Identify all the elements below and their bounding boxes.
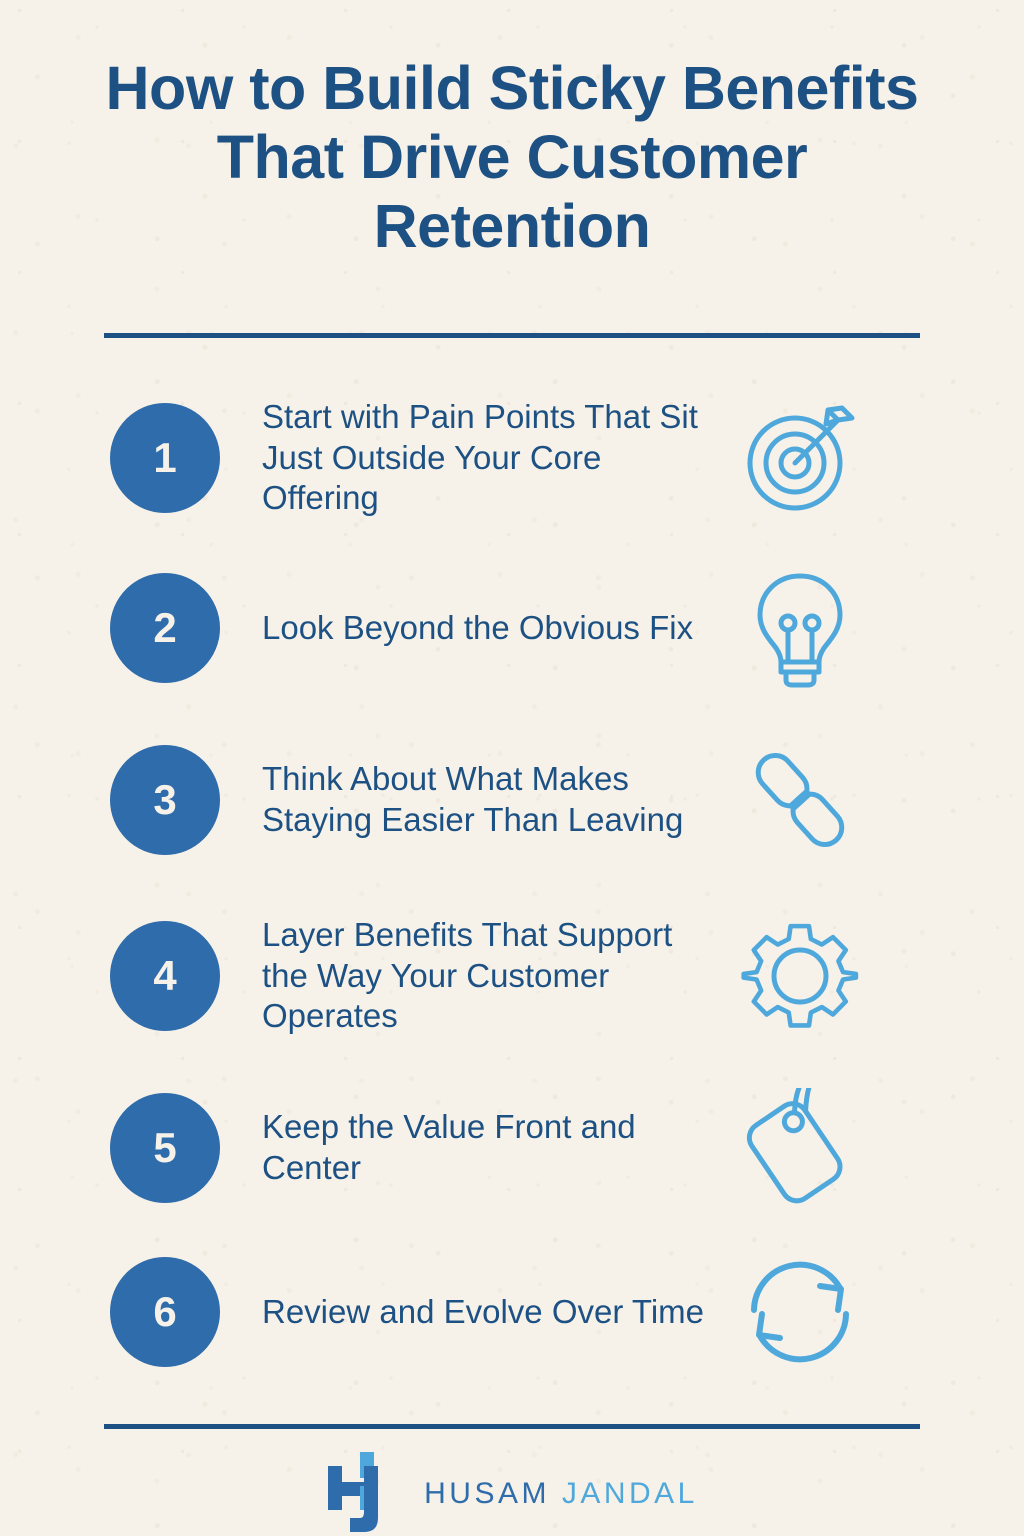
brand-wordmark: HUSAM JANDAL: [424, 1477, 698, 1511]
steps-list: 1 Start with Pain Points That Sit Just O…: [0, 382, 1024, 1382]
step-number-badge: 3: [110, 745, 220, 855]
lightbulb-icon: [740, 568, 860, 688]
step-number-badge: 4: [110, 921, 220, 1031]
divider-bottom: [104, 1424, 920, 1429]
step-label: Review and Evolve Over Time: [262, 1292, 705, 1330]
step-number-badge: 5: [110, 1093, 220, 1203]
divider-top: [104, 333, 920, 338]
list-item: 3 Think About What Makes Staying Easier …: [0, 724, 1024, 876]
list-item: 4 Layer Benefits That Support the Way Yo…: [0, 900, 1024, 1052]
list-item: 1 Start with Pain Points That Sit Just O…: [0, 382, 1024, 534]
price-tag-icon: [740, 1088, 860, 1208]
list-item: 5 Keep the Value Front and Center: [0, 1078, 1024, 1218]
step-number-badge: 1: [110, 403, 220, 513]
step-number-badge: 2: [110, 573, 220, 683]
step-number-badge: 6: [110, 1257, 220, 1367]
page-title: How to Build Sticky Benefits That Drive …: [105, 54, 920, 260]
footer-branding: HUSAM JANDAL: [0, 1452, 1024, 1536]
list-item: 2 Look Beyond the Obvious Fix: [0, 558, 1024, 698]
brand-last-name: JANDAL: [561, 1477, 698, 1510]
refresh-cycle-icon: [740, 1252, 860, 1372]
gear-icon: [740, 916, 860, 1036]
step-label: Layer Benefits That Support the Way Your…: [262, 915, 673, 1035]
step-label: Look Beyond the Obvious Fix: [262, 608, 694, 646]
brand-first-name: HUSAM: [424, 1477, 550, 1510]
step-label: Think About What Makes Staying Easier Th…: [262, 760, 684, 838]
chain-link-icon: [740, 740, 860, 860]
list-item: 6 Review and Evolve Over Time: [0, 1242, 1024, 1382]
step-label: Start with Pain Points That Sit Just Out…: [262, 397, 698, 517]
hj-monogram-icon: [328, 1452, 379, 1532]
target-icon: [740, 398, 860, 518]
step-label: Keep the Value Front and Center: [262, 1108, 636, 1186]
